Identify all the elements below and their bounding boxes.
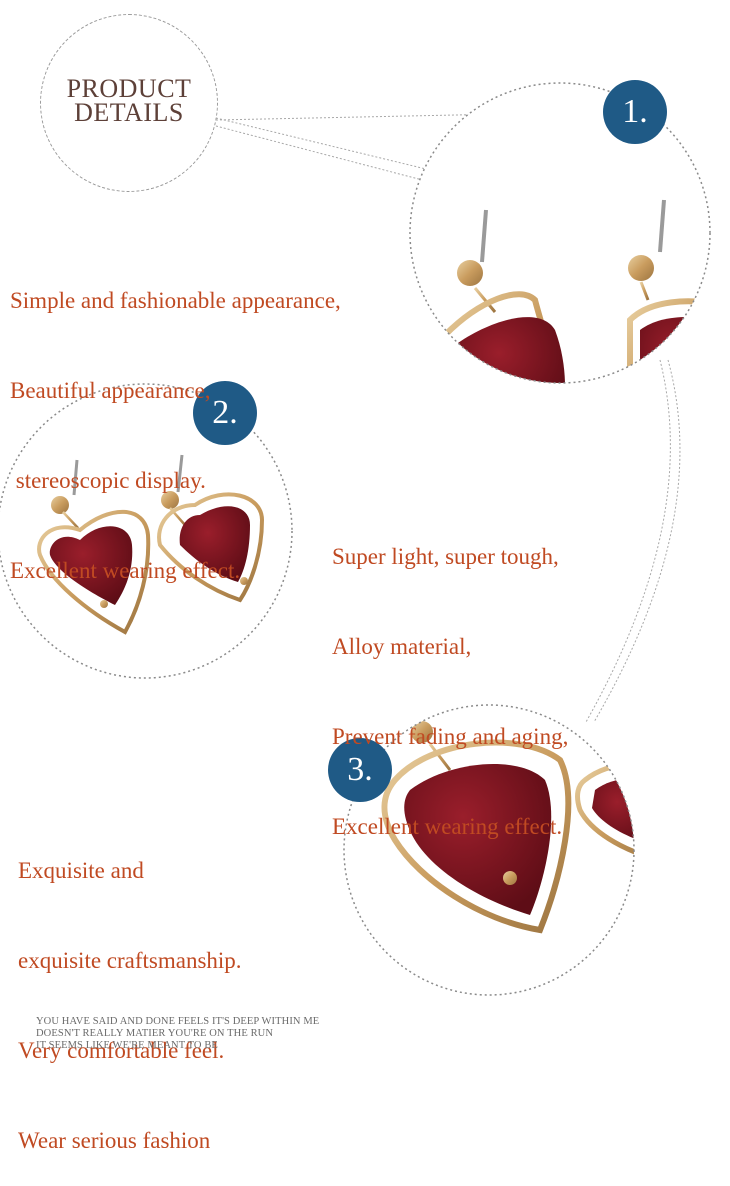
title-line-2: DETAILS [74,98,184,127]
badge-1: 1. [603,80,667,144]
photo-circle-2 [0,383,293,679]
photo-circle-3 [343,704,635,996]
photo-circle-1 [409,82,711,384]
description-line: Wear serious fashion [18,1128,211,1153]
description-block-1: Simple and fashionable appearance, Beaut… [10,226,341,616]
footer-line: IT SEEMS LIKE WE'RE MEANT TO BE [36,1040,218,1051]
product-details-circle: PRODUCT DETAILS [40,14,218,192]
description-block-2: Super light, super tough, Alloy material… [332,482,568,872]
description-line: Excellent wearing effect. [10,558,241,583]
decoration-layer [0,82,711,996]
description-line: Excellent wearing effect. [332,814,563,839]
badge-2: 2. [193,381,257,445]
description-line: Exquisite and [18,858,144,883]
description-line: Prevent fading and aging, [332,724,569,749]
description-line: Beautiful appearance, [10,378,211,403]
description-line: Simple and fashionable appearance, [10,288,341,313]
description-line: Very comfortable feel. [18,1038,225,1063]
badge-3: 3. [328,738,392,802]
description-line: Alloy material, [332,634,472,659]
description-line: stereoscopic display. [10,468,206,493]
footer-line: DOESN'T REALLY MATIER YOU'RE ON THE RUN [36,1028,274,1039]
description-line: Super light, super tough, [332,544,559,569]
footer-text: YOU HAVE SAID AND DONE FEELS IT'S DEEP W… [36,1016,319,1052]
footer-line: YOU HAVE SAID AND DONE FEELS IT'S DEEP W… [36,1016,320,1027]
description-block-3: Exquisite and exquisite craftsmanship. V… [18,796,242,1186]
title-line-1: PRODUCT [66,74,192,103]
description-line: exquisite craftsmanship. [18,948,242,973]
